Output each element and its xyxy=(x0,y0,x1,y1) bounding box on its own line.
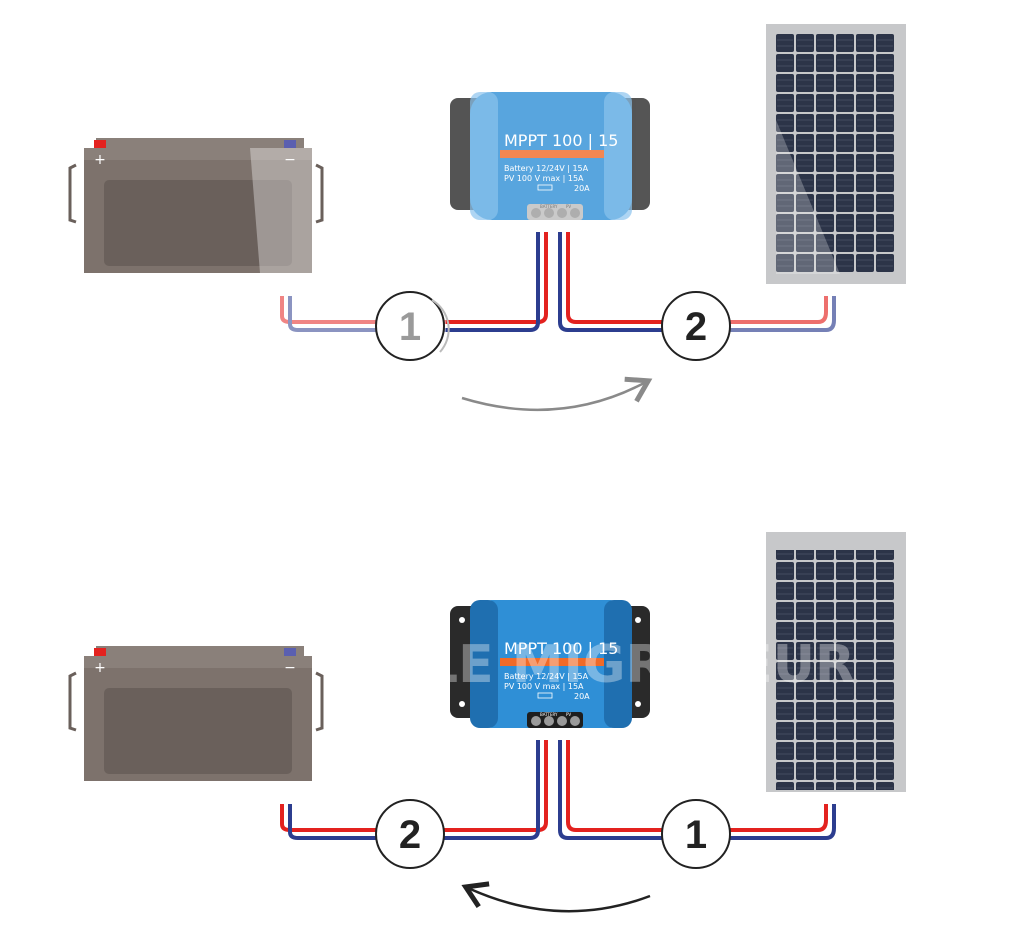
svg-text:PV: PV xyxy=(566,204,571,209)
svg-text:BATTERY: BATTERY xyxy=(540,204,558,209)
positive-terminal xyxy=(94,648,106,656)
step-marker-battery-top: 1 xyxy=(375,291,450,361)
terminal-block xyxy=(527,712,583,728)
step-marker-panel-bottom: 1 xyxy=(661,799,731,869)
arrow-right-icon xyxy=(461,376,653,412)
svg-text:PV: PV xyxy=(566,712,571,717)
solar-panel-top xyxy=(766,24,906,284)
svg-text:1: 1 xyxy=(399,305,421,349)
step-marker-battery-bottom: 2 xyxy=(375,799,445,869)
negative-terminal xyxy=(284,140,296,148)
controller-stripe xyxy=(500,150,604,158)
controller-model: MPPT 100 | 15 xyxy=(504,639,618,658)
positive-label: + xyxy=(94,660,106,676)
controller-fuse-rating: 20A xyxy=(574,692,590,701)
svg-text:1: 1 xyxy=(685,813,707,857)
controller-stripe xyxy=(500,658,604,666)
fuse-icon xyxy=(537,692,553,699)
negative-label: − xyxy=(284,152,296,168)
negative-label: − xyxy=(284,660,296,676)
svg-text:2: 2 xyxy=(399,813,421,857)
charge-controller-bottom: MPPT 100 | 15 Battery 12/24V | 15A PV 10… xyxy=(450,600,650,728)
watermark: LE MIGRATEUR xyxy=(425,635,855,695)
controller-pv-rating: PV 100 V max | 15A xyxy=(504,174,584,183)
battery-top: + − xyxy=(68,138,324,273)
solar-panel-bottom xyxy=(766,532,906,792)
arrow-left-icon xyxy=(461,881,651,913)
controller-pv-rating: PV 100 V max | 15A xyxy=(504,682,584,691)
battery-bottom: + − xyxy=(68,646,324,781)
controller-model: MPPT 100 | 15 xyxy=(504,131,618,150)
step-marker-panel-top: 2 xyxy=(661,291,731,361)
bottom-scene: + − MPPT 100 | 15 Battery 12/24V | 15A P… xyxy=(68,532,906,913)
positive-label: + xyxy=(94,152,106,168)
fuse-icon xyxy=(537,184,553,191)
terminal-block xyxy=(527,204,583,220)
svg-text:2: 2 xyxy=(685,305,707,349)
controller-battery-rating: Battery 12/24V | 15A xyxy=(504,672,589,681)
top-scene: + − MPPT 100 | 15 Battery 12/24V | 15A P… xyxy=(68,24,906,412)
charge-controller-top: MPPT 100 | 15 Battery 12/24V | 15A PV 10… xyxy=(450,92,650,220)
negative-terminal xyxy=(284,648,296,656)
svg-text:BATTERY: BATTERY xyxy=(540,712,558,717)
positive-terminal xyxy=(94,140,106,148)
controller-battery-rating: Battery 12/24V | 15A xyxy=(504,164,589,173)
controller-fuse-rating: 20A xyxy=(574,184,590,193)
